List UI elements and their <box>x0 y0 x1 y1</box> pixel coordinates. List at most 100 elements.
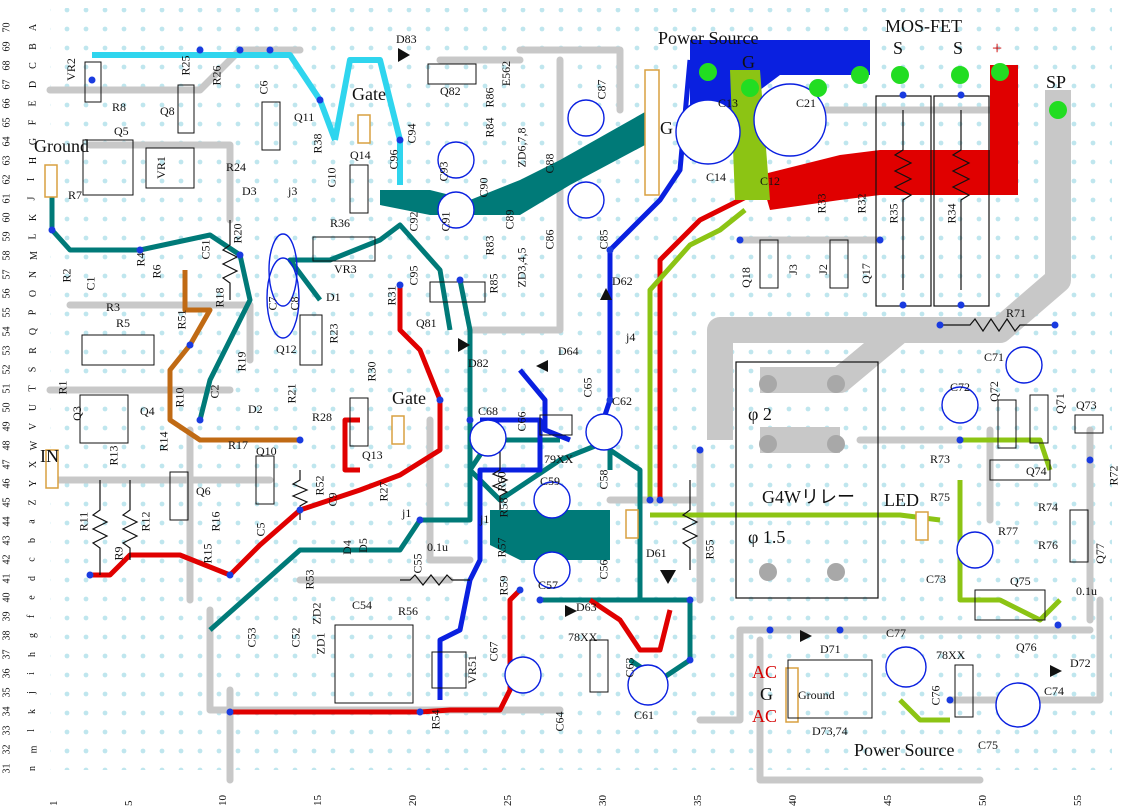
ref-r73: R73 <box>930 452 951 466</box>
ref-r20: R20 <box>230 223 245 244</box>
y-axis-number: 51 <box>1 383 13 394</box>
ref-q17: Q17 <box>858 263 873 284</box>
label-78xx-a: 78XX <box>568 630 598 644</box>
ref-c13: C13 <box>718 96 739 110</box>
ref-r33: R33 <box>814 193 829 214</box>
power-source-top: Power Source <box>658 28 759 48</box>
y-axis-letter: V <box>28 422 40 431</box>
ref-c6: C6 <box>256 80 271 95</box>
ref-c54: C54 <box>352 598 373 612</box>
label-j1-a: j1 <box>402 506 412 520</box>
y-axis-number: 61 <box>1 193 13 204</box>
x-axis-tick: 15 <box>312 795 324 806</box>
y-axis-number: 52 <box>1 364 13 375</box>
ref-c21: C21 <box>796 96 817 110</box>
ref-q14: Q14 <box>350 148 371 162</box>
ref-c74: C74 <box>1044 684 1065 698</box>
relay-outline <box>735 361 879 599</box>
label-cap01-a: 0.1u <box>427 540 448 554</box>
y-axis-letter: W <box>29 440 41 451</box>
ref-c62: C62 <box>612 394 633 408</box>
ref-c57: C57 <box>538 578 559 592</box>
ref-d73-74: D73,74 <box>812 724 848 738</box>
y-axis-letter: d <box>27 576 38 581</box>
x-axis-tick: 20 <box>407 795 419 806</box>
y-axis-number: 46 <box>1 478 13 489</box>
ref-r38: R38 <box>310 133 325 154</box>
g-left-label: G <box>660 118 673 138</box>
x-axis-tick: 10 <box>217 795 229 806</box>
g-top-label: G <box>742 52 755 72</box>
y-axis-number: 45 <box>1 497 13 508</box>
y-axis-number: 56 <box>1 288 13 299</box>
ref-r72: R72 <box>1106 465 1121 486</box>
ref-r35: R35 <box>886 203 901 224</box>
y-axis-number: 38 <box>1 630 13 641</box>
ref-r58: R58 <box>496 497 511 518</box>
y-axis-number: 43 <box>1 535 13 546</box>
ref-r56: R56 <box>398 604 419 618</box>
y-axis-letter: Q <box>28 327 40 336</box>
ref-r77: R77 <box>998 524 1019 538</box>
y-axis-letter: R <box>27 347 39 354</box>
ground-g-label: G <box>760 684 773 704</box>
x-axis-tick: 5 <box>123 800 135 807</box>
ref-r30: R30 <box>364 361 379 382</box>
film-caps <box>266 233 300 339</box>
y-axis-number: 41 <box>1 573 13 584</box>
y-axis-number: 39 <box>1 611 13 622</box>
ref-r10: R10 <box>172 387 187 408</box>
ref-d5: D5 <box>355 538 370 553</box>
ref-vr2: VR2 <box>63 58 78 81</box>
ref-zd1: ZD1 <box>313 632 328 655</box>
ref-r27: R27 <box>376 481 391 502</box>
ref-q4: Q4 <box>140 404 155 418</box>
ref-r23: R23 <box>326 323 341 344</box>
ref-q5: Q5 <box>114 124 129 138</box>
y-axis-number: 36 <box>1 668 13 679</box>
gate-top-label: Gate <box>352 84 386 104</box>
ref-r21: R21 <box>284 383 299 404</box>
x-axis-tick: 55 <box>1072 795 1084 806</box>
ref-r1: R1 <box>55 380 70 395</box>
ref-r19: R19 <box>234 351 249 372</box>
ref-r85: R85 <box>486 273 501 294</box>
ref-q74: Q74 <box>1026 464 1047 478</box>
y-axis-letter: H <box>28 156 40 165</box>
y-axis-number: 58 <box>1 250 13 261</box>
y-axis-letter: G <box>28 137 40 146</box>
y-axis-number: 69 <box>1 41 13 52</box>
ref-r2: R2 <box>59 268 74 283</box>
transistor-outlines <box>79 61 1104 719</box>
y-axis-number: 62 <box>1 174 13 185</box>
ref-c93: C93 <box>436 161 451 182</box>
ref-c7: C7 <box>265 296 280 311</box>
ref-r14: R14 <box>156 431 171 452</box>
ref-r7: R7 <box>68 188 83 202</box>
y-axis-letter: J <box>26 196 38 201</box>
y-axis-letter: e <box>26 595 38 600</box>
ref-r12: R12 <box>138 511 153 532</box>
y-axis-letter: f <box>26 614 38 619</box>
plus-top-label: + <box>992 38 1003 58</box>
ref-c92: C92 <box>406 211 421 232</box>
relay-name: G4Wリレー <box>762 487 855 507</box>
y-axis-letter: b <box>27 538 38 543</box>
y-axis-letter: h <box>27 652 38 657</box>
y-axis-number: 59 <box>1 231 13 242</box>
ref-q77: Q77 <box>1092 543 1107 564</box>
ref-q73: Q73 <box>1076 398 1097 412</box>
ref-c73: C73 <box>926 572 947 586</box>
ref-c5: C5 <box>253 522 268 537</box>
y-axis-letter: i <box>25 672 37 675</box>
ref-j2: J2 <box>815 264 830 275</box>
ref-c66: C66 <box>514 411 529 432</box>
ref-q3: Q3 <box>69 406 84 421</box>
ref-d61: D61 <box>646 546 667 560</box>
ref-r15: R15 <box>200 543 215 564</box>
y-axis-number: 67 <box>1 79 13 90</box>
red-heavy <box>760 65 1018 210</box>
ref-q13: Q13 <box>362 448 383 462</box>
y-axis-number: 44 <box>1 516 13 527</box>
y-axis-number: 33 <box>1 725 13 736</box>
